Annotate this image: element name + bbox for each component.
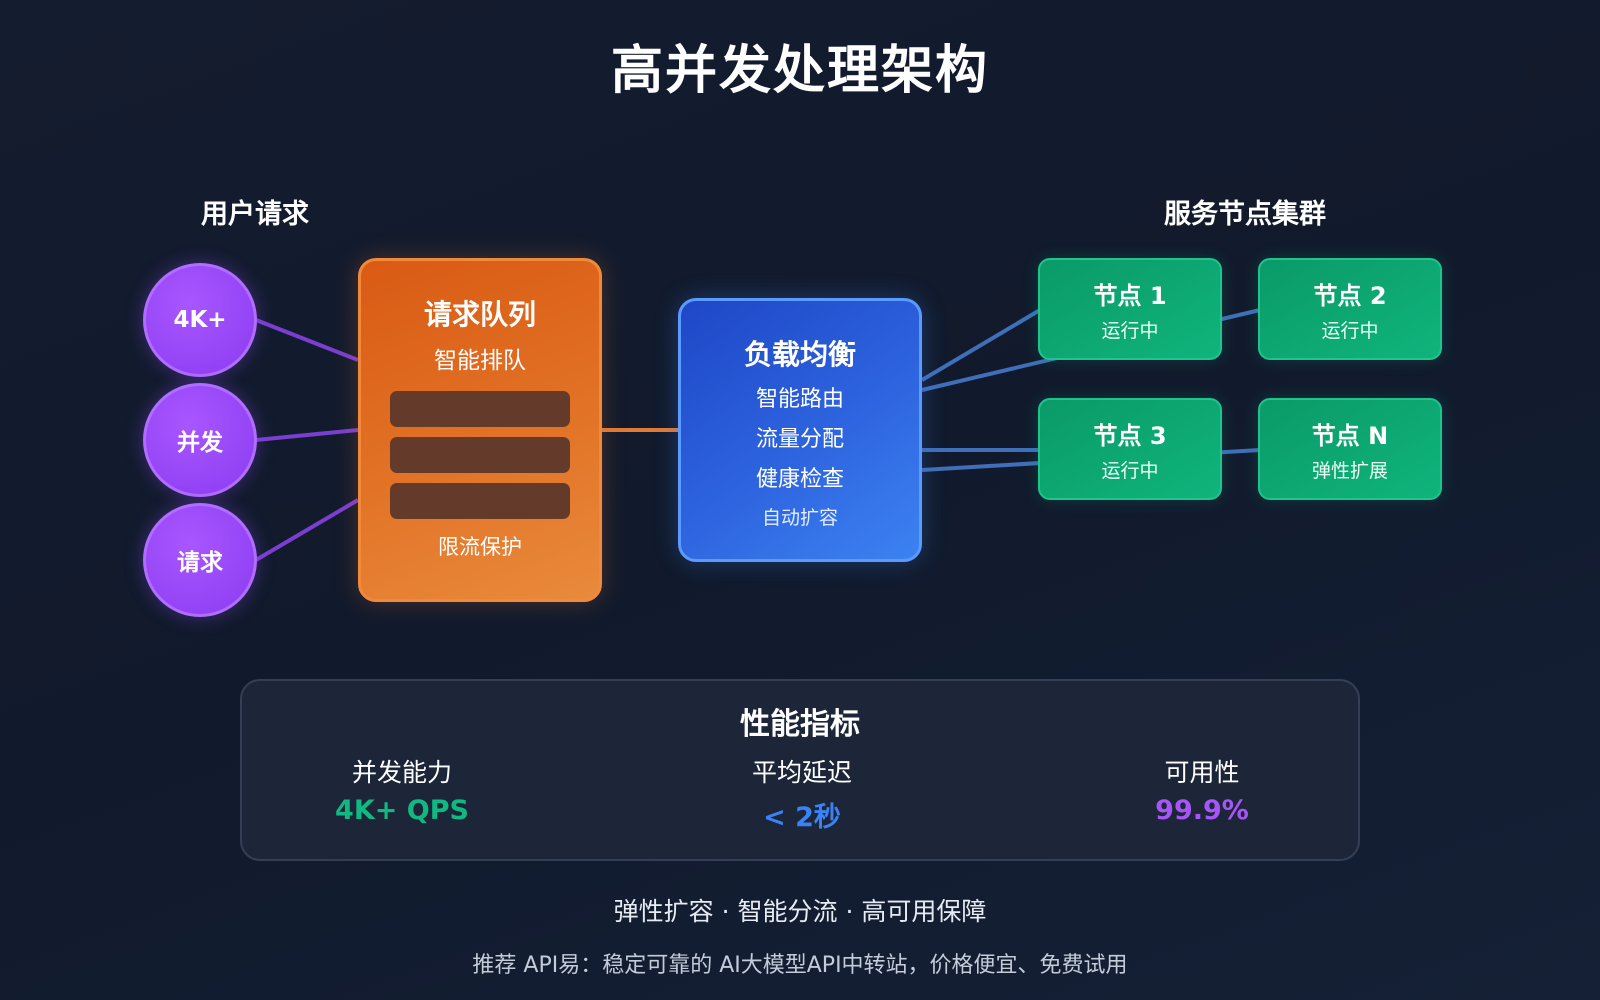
lb-item-traffic: 流量分配 <box>755 427 844 452</box>
link-user-1-queue <box>255 318 359 362</box>
metric-concurrency: 并发能力 4K+ QPS <box>252 753 552 826</box>
queue-slot-3 <box>390 483 570 519</box>
node-status: 运行中 <box>1101 460 1159 482</box>
tagline: 弹性扩容 · 智能分流 · 高可用保障 <box>613 897 987 926</box>
lb-item-routing: 智能路由 <box>755 387 844 412</box>
cluster-section-label: 服务节点集群 <box>1164 199 1326 230</box>
metric-value: 4K+ QPS <box>335 795 469 826</box>
queue-subtitle: 智能排队 <box>434 348 526 374</box>
link-user-2-queue <box>255 428 359 442</box>
user-circle-2: 并发 <box>143 383 257 497</box>
lb-item-health: 健康检查 <box>755 467 844 492</box>
load-balancer-title: 负载均衡 <box>743 338 856 371</box>
link-balancer-node-1 <box>920 308 1042 382</box>
metric-latency: 平均延迟 < 2秒 <box>652 753 952 834</box>
metric-label: 并发能力 <box>351 758 452 787</box>
queue-footer: 限流保护 <box>438 535 522 559</box>
page-title: 高并发处理架构 <box>610 41 989 101</box>
node-card-1: 节点 1 运行中 <box>1038 258 1222 360</box>
node-status: 弹性扩展 <box>1311 460 1388 482</box>
metric-label: 可用性 <box>1164 758 1240 787</box>
metric-availability: 可用性 99.9% <box>1052 753 1352 826</box>
node-card-3: 节点 3 运行中 <box>1038 398 1222 500</box>
metrics-title: 性能指标 <box>740 707 860 742</box>
user-section-label: 用户请求 <box>201 199 309 230</box>
request-queue-box: 请求队列 智能排队 限流保护 <box>358 258 602 602</box>
metric-value: < 2秒 <box>763 802 841 833</box>
user-circle-3: 请求 <box>143 503 257 617</box>
node-title: 节点 2 <box>1313 282 1387 310</box>
metric-value: 99.9% <box>1155 795 1249 826</box>
queue-slot-1 <box>390 391 570 427</box>
node-title: 节点 1 <box>1093 282 1167 310</box>
link-user-3-queue <box>254 498 360 562</box>
load-balancer-box: 负载均衡 智能路由 流量分配 健康检查 自动扩容 <box>678 298 922 562</box>
lb-item-autoscale: 自动扩容 <box>761 507 838 529</box>
queue-slot-2 <box>390 437 570 473</box>
node-card-2: 节点 2 运行中 <box>1258 258 1442 360</box>
recommendation-text: 推荐 API易：稳定可靠的 AI大模型API中转站，价格便宜、免费试用 <box>472 953 1128 978</box>
node-title: 节点 3 <box>1093 422 1167 450</box>
user-circle-1: 4K+ <box>143 263 257 377</box>
node-status: 运行中 <box>1101 320 1159 342</box>
queue-title: 请求队列 <box>423 298 536 331</box>
metric-label: 平均延迟 <box>751 758 852 787</box>
node-title: 节点 N <box>1311 422 1389 450</box>
node-card-n: 节点 N 弹性扩展 <box>1258 398 1442 500</box>
metrics-panel: 性能指标 并发能力 4K+ QPS 平均延迟 < 2秒 可用性 99.9% <box>240 679 1360 861</box>
node-status: 运行中 <box>1321 320 1379 342</box>
